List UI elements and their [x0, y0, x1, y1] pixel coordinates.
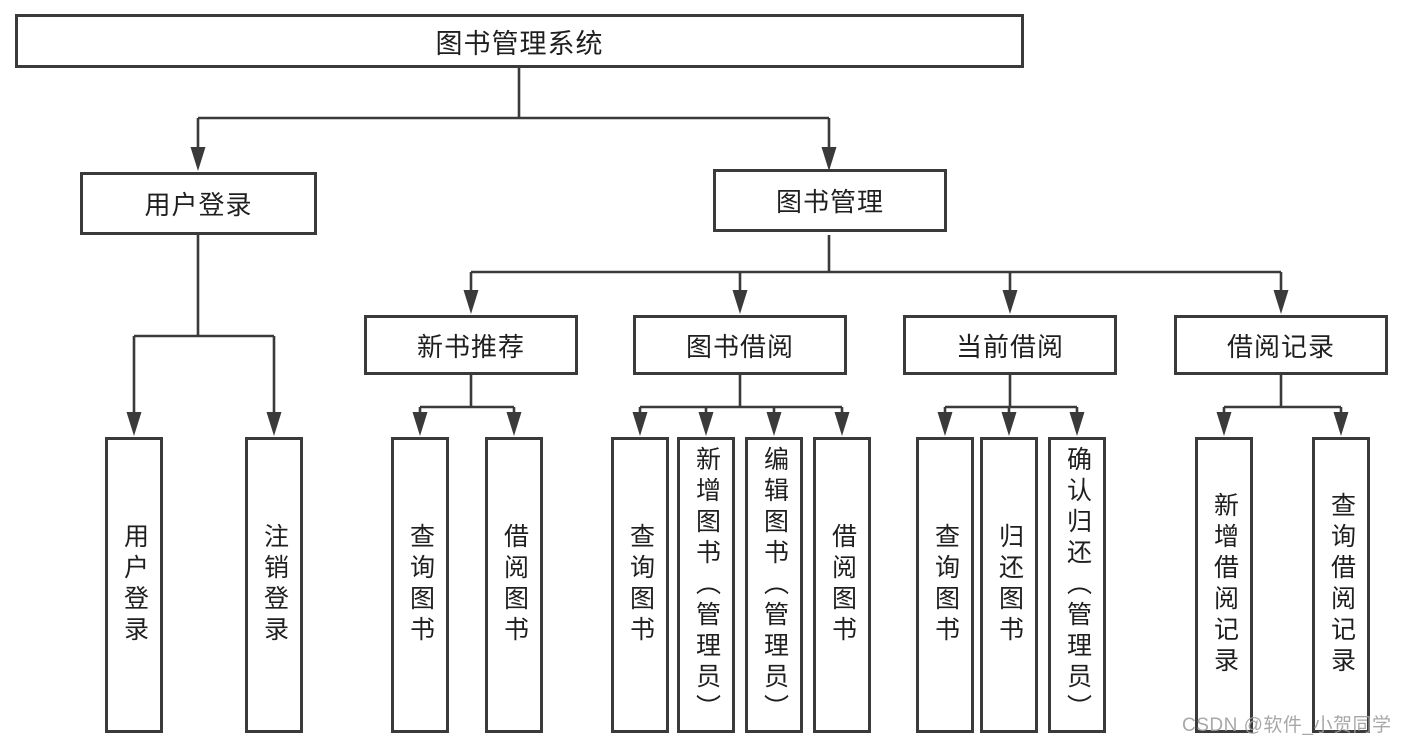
- node-root-label: 图书管理系统: [435, 28, 604, 59]
- leaf-search-book-recommend-label: 查询图书: [406, 523, 435, 647]
- node-user-login: 用户登录: [80, 172, 317, 235]
- leaf-search-book-borrow: 查询图书: [611, 437, 669, 733]
- leaf-search-book-borrow-label: 查询图书: [626, 523, 655, 647]
- node-user-login-label: 用户登录: [144, 190, 253, 220]
- node-current-borrow: 当前借阅: [903, 315, 1117, 375]
- arrowheads: [126, 147, 1349, 436]
- leaf-add-borrow-record-label: 新增借阅记录: [1210, 492, 1239, 678]
- leaf-edit-book-admin: 编辑图书（管理员）: [745, 437, 803, 733]
- node-book-borrow: 图书借阅: [633, 315, 847, 375]
- leaf-borrow-book-recommend: 借阅图书: [485, 437, 543, 733]
- leaf-confirm-return-admin: 确认归还（管理员）: [1048, 437, 1106, 733]
- node-borrow-records: 借阅记录: [1174, 315, 1388, 375]
- leaf-search-book-recommend: 查询图书: [391, 437, 449, 733]
- csdn-watermark: CSDN @软件_小贺同学: [1182, 715, 1392, 736]
- node-new-book-recommend-label: 新书推荐: [416, 331, 525, 362]
- leaf-borrow-book-label: 借阅图书: [828, 523, 857, 647]
- leaf-add-book-admin-label: 新增图书（管理员）: [692, 445, 721, 725]
- node-current-borrow-label: 当前借阅: [955, 331, 1064, 362]
- leaf-return-book: 归还图书: [980, 437, 1038, 733]
- leaf-search-book-current-label: 查询图书: [931, 523, 960, 647]
- leaf-search-borrow-record-label: 查询借阅记录: [1327, 492, 1356, 678]
- leaf-logout-label: 注销登录: [260, 523, 289, 647]
- node-root: 图书管理系统: [15, 14, 1024, 68]
- leaf-return-book-label: 归还图书: [995, 523, 1024, 647]
- node-book-management: 图书管理: [713, 169, 947, 232]
- leaf-user-login-label: 用户登录: [120, 523, 149, 647]
- leaf-logout: 注销登录: [245, 437, 303, 733]
- leaf-search-borrow-record: 查询借阅记录: [1312, 437, 1370, 733]
- leaf-user-login: 用户登录: [105, 437, 163, 733]
- leaf-edit-book-admin-label: 编辑图书（管理员）: [760, 445, 789, 725]
- node-book-borrow-label: 图书借阅: [685, 331, 794, 362]
- leaf-confirm-return-admin-label: 确认归还（管理员）: [1063, 445, 1092, 725]
- leaf-add-borrow-record: 新增借阅记录: [1195, 437, 1253, 733]
- leaf-borrow-book-recommend-label: 借阅图书: [500, 523, 529, 647]
- node-new-book-recommend: 新书推荐: [364, 315, 578, 375]
- leaf-add-book-admin: 新增图书（管理员）: [677, 437, 735, 733]
- leaf-search-book-current: 查询图书: [916, 437, 974, 733]
- node-book-management-label: 图书管理: [775, 187, 884, 217]
- node-borrow-records-label: 借阅记录: [1226, 331, 1335, 362]
- leaf-borrow-book: 借阅图书: [813, 437, 871, 733]
